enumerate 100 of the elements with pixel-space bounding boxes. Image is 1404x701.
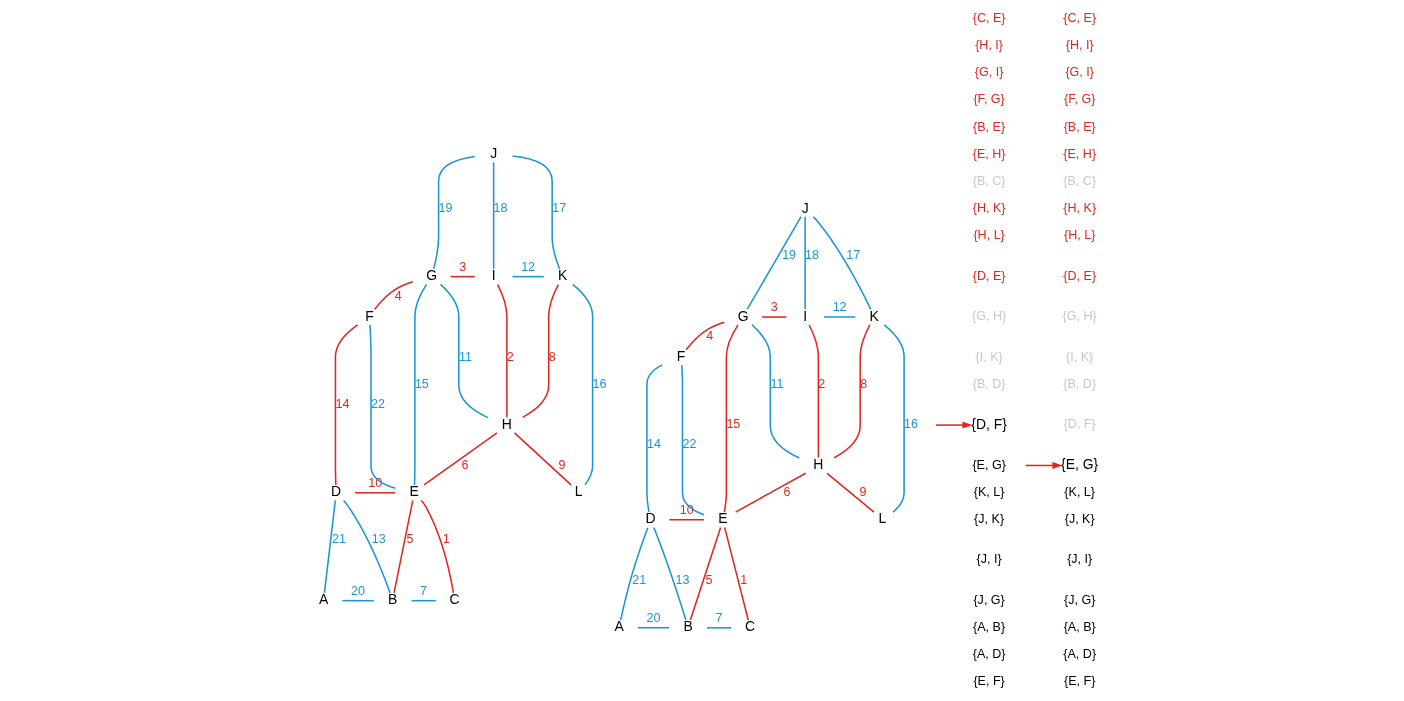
edge-label: 10: [679, 502, 694, 517]
connector: [410, 599, 437, 602]
label: {A, D}: [972, 647, 1006, 662]
connector: [746, 215, 802, 310]
connector: [341, 599, 375, 602]
label: {J, G}: [973, 592, 1005, 607]
edge-label: 1: [740, 572, 748, 587]
node-text: D: [331, 483, 342, 500]
label: {E, H}: [972, 146, 1006, 161]
connector: [572, 283, 594, 486]
edge-label: 11: [770, 376, 784, 391]
connector: [323, 499, 337, 594]
label: {C, E}: [1063, 10, 1097, 25]
edge-label: 2: [818, 376, 826, 391]
node-text: {E, G}: [1061, 455, 1099, 472]
node-text: {D, F}: [971, 415, 1007, 432]
label: {F, G}: [1064, 92, 1096, 107]
connector: [511, 275, 545, 278]
node-text: K: [557, 267, 568, 284]
node-text: A: [614, 618, 624, 635]
connector: [883, 324, 905, 513]
edge-label: 19: [782, 248, 797, 263]
label: {J, K}: [1064, 511, 1095, 526]
edge-label: 17: [552, 201, 567, 216]
edge-label: 21: [331, 532, 346, 547]
edge-label: 3: [459, 259, 467, 274]
connector: [449, 275, 476, 278]
edge-label: 1: [442, 532, 450, 547]
label: {J, I}: [976, 552, 1002, 567]
label: {E, G}: [972, 457, 1006, 472]
label: {E, H}: [1063, 146, 1097, 161]
node-text: H: [501, 415, 512, 432]
connector: [804, 215, 806, 310]
edge-label: 4: [706, 329, 714, 344]
connector: [761, 316, 788, 318]
node-text: G: [737, 307, 749, 324]
node-text: J: [801, 199, 809, 216]
label: {A, B}: [973, 619, 1006, 634]
edge-label: 16: [592, 376, 607, 391]
label: {E, F}: [1064, 674, 1096, 689]
edge-label: 18: [805, 248, 820, 263]
connector: [680, 364, 705, 516]
edge-label: 9: [558, 457, 566, 472]
connector: [668, 519, 705, 521]
edge-label: 20: [646, 610, 661, 625]
node-text: B: [387, 591, 398, 608]
node-text: L: [878, 510, 887, 527]
node-text: E: [409, 483, 419, 500]
node-text: C: [745, 618, 756, 635]
label: {B, E}: [1063, 119, 1096, 134]
connector: [334, 324, 359, 486]
label: {H, L}: [1064, 228, 1096, 243]
connector: [652, 526, 687, 621]
edge-label: 6: [783, 484, 791, 499]
label: {A, D}: [1063, 647, 1097, 662]
connector: [812, 216, 872, 311]
node-text: E: [718, 510, 728, 527]
edge-label: 13: [675, 572, 690, 587]
edge-label: 11: [458, 349, 472, 364]
connector: [723, 526, 750, 621]
node-text: B: [683, 618, 693, 635]
edge-label: 5: [406, 532, 414, 547]
edge-label: 12: [832, 300, 847, 315]
connector: [342, 499, 391, 594]
node-text: H: [813, 455, 824, 472]
label: {K, L}: [1064, 484, 1096, 499]
edge-label: 22: [682, 437, 697, 452]
connector: [685, 321, 726, 351]
label: {H, K}: [972, 201, 1006, 216]
connector: [734, 472, 807, 513]
label: {A, B}: [1063, 619, 1096, 634]
connector: [423, 432, 498, 486]
connector: [511, 155, 561, 270]
edge-label: 7: [420, 583, 428, 598]
connector: [496, 283, 508, 418]
label: {J, I}: [1067, 552, 1093, 567]
edge-label: 10: [368, 475, 383, 490]
label: {E, F}: [973, 674, 1005, 689]
edge-label: 13: [371, 532, 386, 547]
connector: [413, 283, 428, 486]
connector: [823, 316, 857, 318]
node-text: G: [426, 267, 438, 284]
label: {H, I}: [1065, 38, 1094, 53]
connector: [432, 155, 476, 270]
connector: [751, 324, 801, 459]
label: {G, I}: [1065, 65, 1094, 80]
edge-label: 15: [726, 417, 741, 432]
label: {B, E}: [973, 119, 1006, 134]
node-text: D: [645, 510, 656, 527]
edge-label: 8: [548, 349, 556, 364]
connector: [619, 526, 649, 621]
connector: [637, 627, 670, 629]
edge-label: 9: [859, 484, 867, 499]
connector: [833, 324, 871, 459]
node-text: A: [318, 591, 329, 608]
connector: [521, 283, 560, 419]
node-text: F: [365, 307, 374, 324]
connector: [826, 472, 875, 513]
edge-label: 21: [632, 572, 647, 587]
node-text: I: [803, 307, 808, 324]
